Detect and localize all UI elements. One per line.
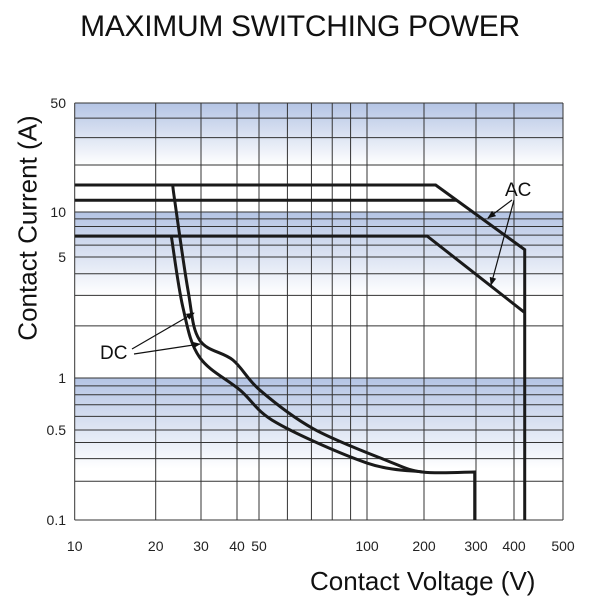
ac-pointer-arrow (487, 199, 513, 219)
y-tick-label: 0.5 (47, 422, 67, 438)
x-tick-label: 100 (355, 538, 379, 554)
y-tick-label: 1 (58, 370, 66, 386)
ac-limit-curve (74, 183, 527, 520)
shaded-band (74, 378, 563, 469)
x-tick-label: 300 (464, 538, 488, 554)
dc-pointer-arrow (131, 312, 195, 350)
y-tick-label: 10 (50, 204, 66, 220)
dc-pointer-arrow (133, 341, 201, 355)
x-tick-label: 500 (551, 538, 575, 554)
dc-annotation-label: DC (100, 343, 127, 364)
x-axis-label: Contact Voltage (V) (310, 566, 536, 596)
x-tick-label: 20 (148, 538, 164, 554)
dc-limit-curve (169, 235, 423, 474)
y-tick-label: 50 (50, 95, 66, 111)
x-tick-label: 10 (67, 538, 83, 554)
ac-annotation-label: AC (505, 180, 531, 201)
ac-pointer-arrow (489, 199, 515, 286)
y-tick-label: 0.1 (47, 512, 67, 528)
dc-limit-curve (171, 184, 477, 520)
x-tick-label: 30 (193, 538, 209, 554)
x-tick-label: 40 (229, 538, 245, 554)
ac-limit-curve (74, 234, 526, 314)
chart-title: MAXIMUM SWITCHING POWER (80, 10, 520, 43)
x-tick-label: 200 (412, 538, 436, 554)
shaded-band (74, 103, 563, 166)
y-tick-label: 5 (58, 249, 66, 265)
x-tick-label: 50 (251, 538, 267, 554)
x-tick-label: 400 (502, 538, 526, 554)
